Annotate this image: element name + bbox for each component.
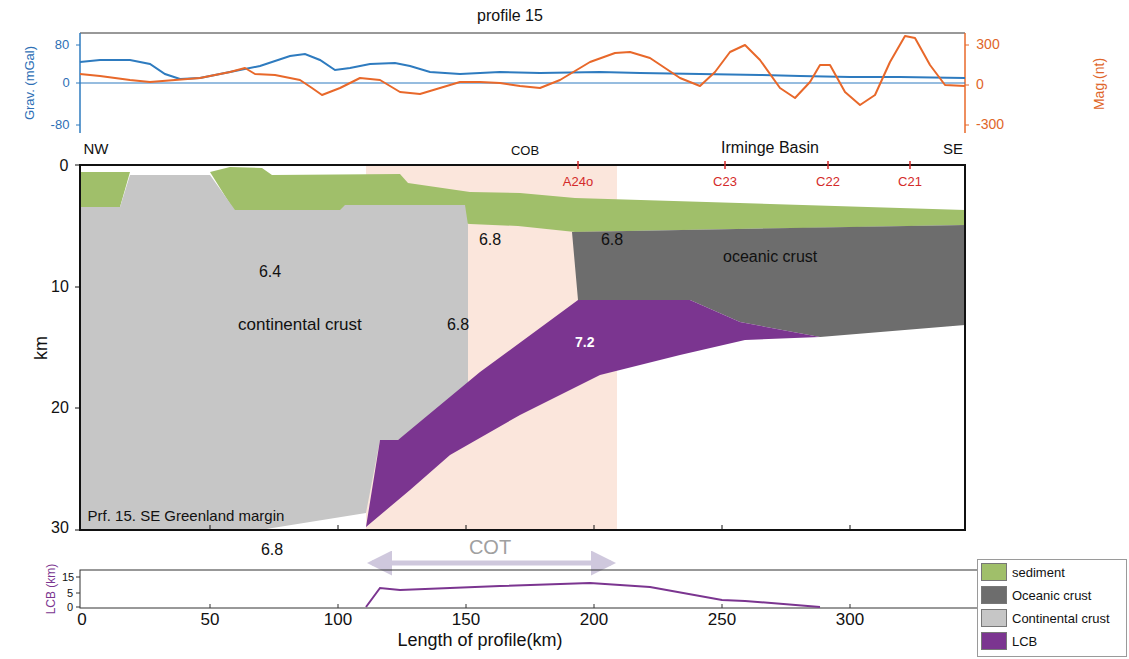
- mag-ticks: [965, 45, 969, 125]
- grav-ticks: [76, 45, 80, 125]
- section-frame: [80, 165, 965, 530]
- region-label: 7.2: [575, 335, 594, 350]
- axis-label: 80: [55, 38, 69, 52]
- axis-label: 6.8: [601, 231, 623, 249]
- lcb-body: [366, 300, 820, 527]
- axis-label: 150: [452, 611, 480, 630]
- axis-label: 0: [60, 157, 69, 175]
- region-label: oceanic crust: [723, 248, 817, 266]
- axis-label: Prf. 15. SE Greenland margin: [88, 508, 285, 525]
- region-label: continental crust: [238, 316, 362, 335]
- axis-label: 6.8: [479, 231, 501, 249]
- legend-row: LCB: [978, 630, 1126, 652]
- axis-label: -80: [51, 118, 70, 132]
- axis-label: 0: [77, 611, 86, 630]
- axis-label: km: [32, 336, 52, 360]
- axis-label: 50: [201, 611, 220, 630]
- axis-label: 6.8: [447, 316, 469, 334]
- legend-swatch: [981, 632, 1007, 650]
- zero-line: [80, 83, 965, 84]
- axis-label: 250: [708, 611, 736, 630]
- axis-label: A24o: [563, 175, 593, 189]
- axis-label: COB: [511, 144, 539, 158]
- axis-ticks: [75, 165, 850, 530]
- legend: sedimentOceanic crustContinental crustLC…: [977, 559, 1127, 657]
- axis-label: 300: [836, 611, 864, 630]
- axis-label: C23: [713, 175, 737, 189]
- axis-label: 0: [976, 77, 984, 92]
- axis-label: 15: [62, 571, 74, 583]
- axis-label: Mag.(nt): [1092, 58, 1107, 110]
- axis-label: 6.4: [259, 263, 281, 281]
- axis-label: COT: [469, 536, 511, 558]
- region-text: oceanic crust: [723, 248, 817, 266]
- legend-swatch: [981, 563, 1007, 581]
- lcb-curve: [366, 583, 820, 607]
- cot-arrow: [372, 561, 611, 566]
- magnetic-curve: [80, 36, 965, 105]
- axis-label: 0: [62, 76, 69, 90]
- legend-row: Oceanic crust: [978, 584, 1126, 606]
- anomaly-ticks: [578, 161, 910, 169]
- axis-label: SE: [943, 141, 963, 158]
- axis-label: NW: [84, 141, 109, 158]
- legend-row: sediment: [978, 561, 1126, 583]
- axis-label: 30: [51, 519, 69, 537]
- axis-label: 5: [67, 587, 73, 599]
- axis-label: C22: [816, 175, 840, 189]
- axis-label: Length of profile(km): [397, 631, 562, 651]
- axis-label: 20: [51, 399, 69, 417]
- axis-label: -300: [976, 117, 1004, 132]
- axis-label: 0: [67, 601, 73, 613]
- axis-label: C21: [898, 175, 922, 189]
- lcb-plot-frame: [80, 570, 1005, 608]
- axis-label: Irminge Basin: [721, 139, 819, 157]
- axis-label: Grav. (mGal): [23, 46, 37, 120]
- legend-text: Continental crust: [1012, 611, 1110, 626]
- legend-swatch: [981, 586, 1007, 604]
- legend-swatch: [981, 609, 1007, 627]
- region-text: 7.2: [575, 335, 594, 350]
- axis-label: LCB (km): [45, 564, 58, 615]
- figure-title: profile 15: [477, 7, 543, 25]
- region-text: continental crust: [238, 316, 362, 335]
- legend-text: sediment: [1012, 565, 1065, 580]
- plot-frame: [80, 33, 965, 34]
- axis-label: 200: [580, 611, 608, 630]
- legend-row: Continental crust: [978, 607, 1126, 629]
- lcb-ticks: [76, 577, 850, 608]
- legend-text: LCB: [1012, 634, 1037, 649]
- axis-label: 10: [51, 278, 69, 296]
- legend-text: Oceanic crust: [1012, 588, 1091, 603]
- axis-label: 300: [976, 37, 999, 52]
- axis-label: 100: [324, 611, 352, 630]
- axis-label: 6.8: [261, 541, 283, 559]
